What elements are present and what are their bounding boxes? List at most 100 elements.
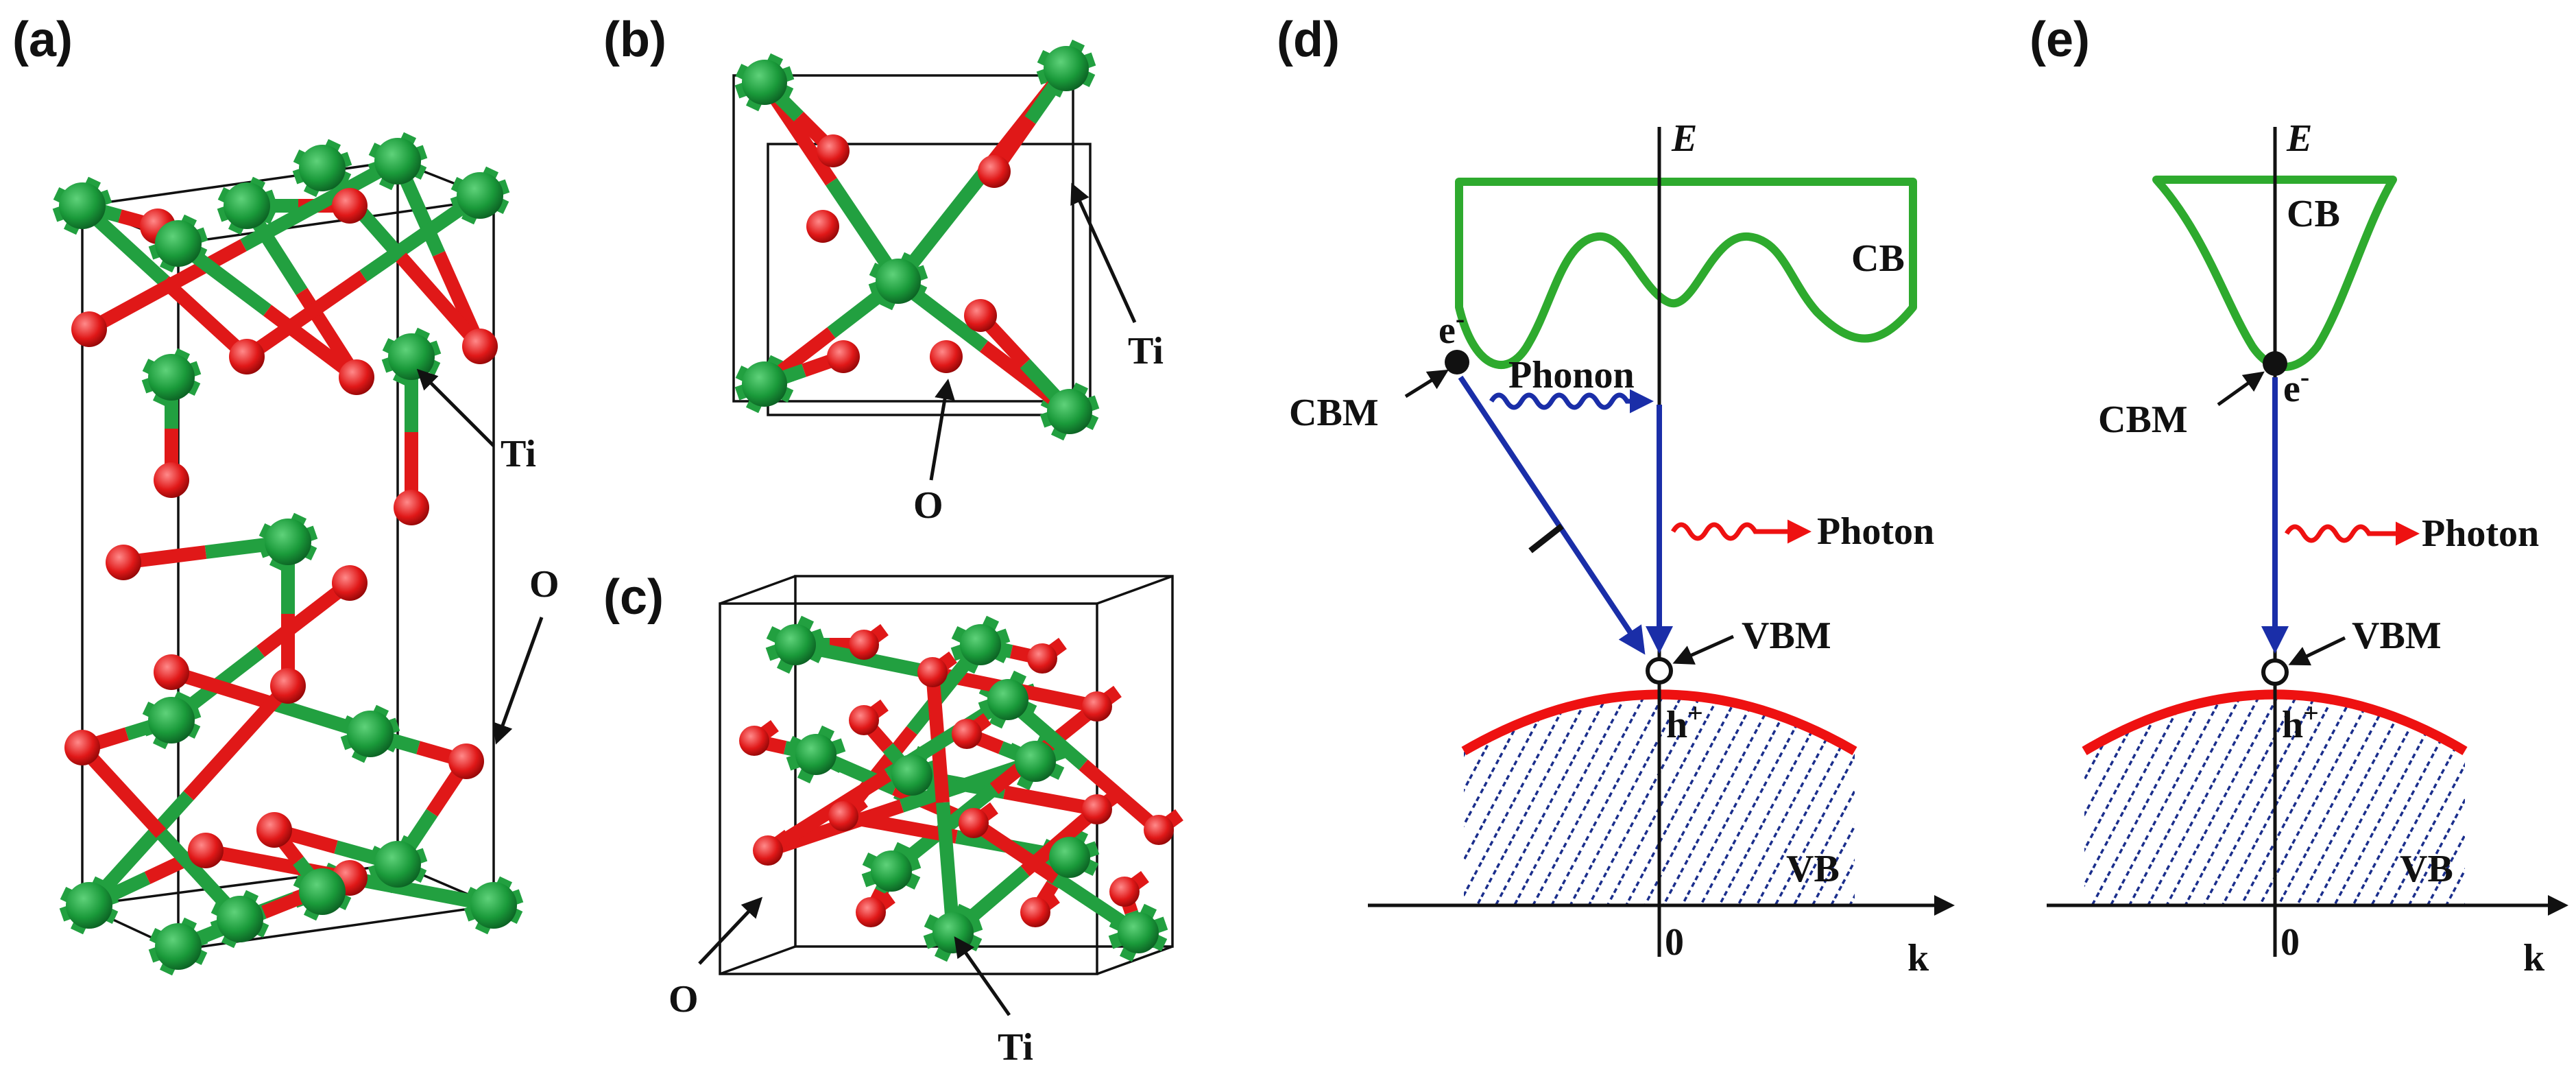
panel-c-crystal-structure [739, 615, 1183, 962]
o-atom [856, 897, 886, 927]
o-atom [828, 801, 858, 831]
o-atom [849, 705, 879, 735]
o-atom [71, 311, 107, 347]
panel-a: (a) Ti O [12, 12, 559, 976]
o-atom [1082, 794, 1112, 824]
panel-a-ti-label: Ti [501, 433, 536, 475]
ti-o-bond [183, 681, 293, 800]
ti-o-bond [970, 817, 1060, 884]
o-atom [154, 654, 189, 690]
ti-atom [470, 882, 517, 929]
panel-d-cb-label: CB [1851, 237, 1905, 280]
ti-atom [148, 354, 195, 401]
panel-a-o-label: O [529, 563, 559, 606]
panel-d-conduction-band [1455, 178, 1917, 369]
panel-d-forbidden-transition-arrow [1458, 375, 1646, 655]
panel-b-o-callout: O [913, 379, 955, 527]
ti-atom [742, 60, 787, 105]
o-atom [952, 719, 982, 749]
ti-o-bond [86, 239, 247, 335]
ti-atom [155, 220, 202, 267]
panel-a-o-callout: O [493, 563, 559, 745]
panel-b-label: (b) [603, 12, 666, 67]
panel-d-vbm-pointer [1672, 634, 1735, 665]
panel-e-conduction-band [2152, 176, 2397, 371]
ti-atom [987, 679, 1028, 720]
ti-o-bond [240, 155, 401, 252]
panel-d-phonon-label: Phonon [1508, 354, 1635, 396]
panel-b-o-label: O [913, 484, 943, 527]
panel-d-vbm-label: VBM [1742, 615, 1831, 657]
panel-d-hole-label: h+ [1666, 698, 1703, 746]
panel-d-photon-wave [1670, 519, 1811, 544]
ti-o-bond [1003, 785, 1098, 816]
ti-atom [795, 734, 836, 775]
panel-e-vbm-pointer [2288, 636, 2346, 666]
panel-c-o-label: O [669, 978, 699, 1021]
ti-o-bond [243, 270, 368, 363]
panel-c: (c) O Ti [603, 570, 1183, 1069]
o-atom [978, 155, 1011, 188]
ti-o-bond [160, 276, 252, 362]
panel-d-k-axis-label: k [1907, 937, 1929, 979]
panel-e-k-axis-label: k [2523, 937, 2545, 979]
panel-e-vbm-label: VBM [2352, 615, 2442, 657]
o-atom [1109, 877, 1140, 907]
panel-d-origin-label: 0 [1665, 921, 1684, 964]
ti-atom [1044, 46, 1089, 91]
panel-e-hole-label: h+ [2282, 698, 2319, 746]
panel-c-label: (c) [603, 570, 664, 625]
ti-atom [66, 882, 112, 929]
o-atom [106, 545, 141, 580]
panel-d-cbm-pointer [1404, 369, 1449, 398]
panel-e-cb-label: CB [2287, 193, 2340, 235]
ti-atom [1047, 389, 1092, 434]
o-atom [930, 340, 963, 373]
ti-o-bond [77, 743, 167, 838]
panel-e-cbm-label: CBM [2098, 398, 2188, 441]
o-atom [753, 835, 783, 866]
ti-atom [960, 624, 1001, 665]
o-atom [849, 630, 879, 660]
o-atom [817, 134, 850, 167]
panel-e-photon-wave [2284, 521, 2420, 546]
o-atom [339, 359, 374, 395]
o-atom [917, 657, 948, 687]
o-atom [188, 833, 224, 868]
o-atom [1027, 643, 1057, 674]
ti-atom [374, 138, 421, 185]
ti-atom [148, 697, 195, 743]
ti-o-bond [936, 802, 960, 933]
ti-atom [224, 182, 270, 229]
panel-a-ti-callout: Ti [416, 368, 536, 475]
ti-atom [388, 333, 435, 380]
panel-b-ti-callout: Ti [1070, 182, 1164, 372]
panel-d-electron-label: e- [1439, 303, 1465, 352]
ti-o-bond [842, 809, 958, 844]
ti-atom [742, 361, 787, 407]
panel-e-label: (e) [2030, 12, 2090, 67]
ti-atom [217, 896, 263, 942]
panel-d-vb-label: VB [1786, 848, 1840, 890]
panel-c-o-callout: O [669, 896, 763, 1021]
panel-b: (b) Ti O [603, 12, 1164, 527]
panel-e: (e) E k 0 CB VB e- CBM Photon VBM h+ [2030, 12, 2568, 979]
ti-atom [1118, 912, 1159, 953]
panel-d-electron [1445, 350, 1469, 374]
o-atom [332, 188, 368, 224]
panel-b-crystal-structure [734, 39, 1100, 441]
ti-o-bond [1079, 759, 1164, 835]
ti-atom [891, 754, 932, 796]
panel-d-cbm-label: CBM [1289, 392, 1379, 434]
ti-atom [1015, 741, 1056, 782]
ti-atom [347, 711, 394, 757]
ti-atom [871, 850, 912, 892]
o-atom [332, 565, 368, 601]
panel-e-electron [2263, 351, 2287, 376]
panel-e-electron-label: e- [2283, 361, 2309, 410]
panel-c-ti-callout: Ti [954, 936, 1033, 1069]
o-atom [739, 726, 769, 756]
panel-a-crystal-structure [52, 132, 524, 976]
panel-d-phonon-wave [1489, 389, 1654, 414]
o-atom [229, 339, 265, 374]
